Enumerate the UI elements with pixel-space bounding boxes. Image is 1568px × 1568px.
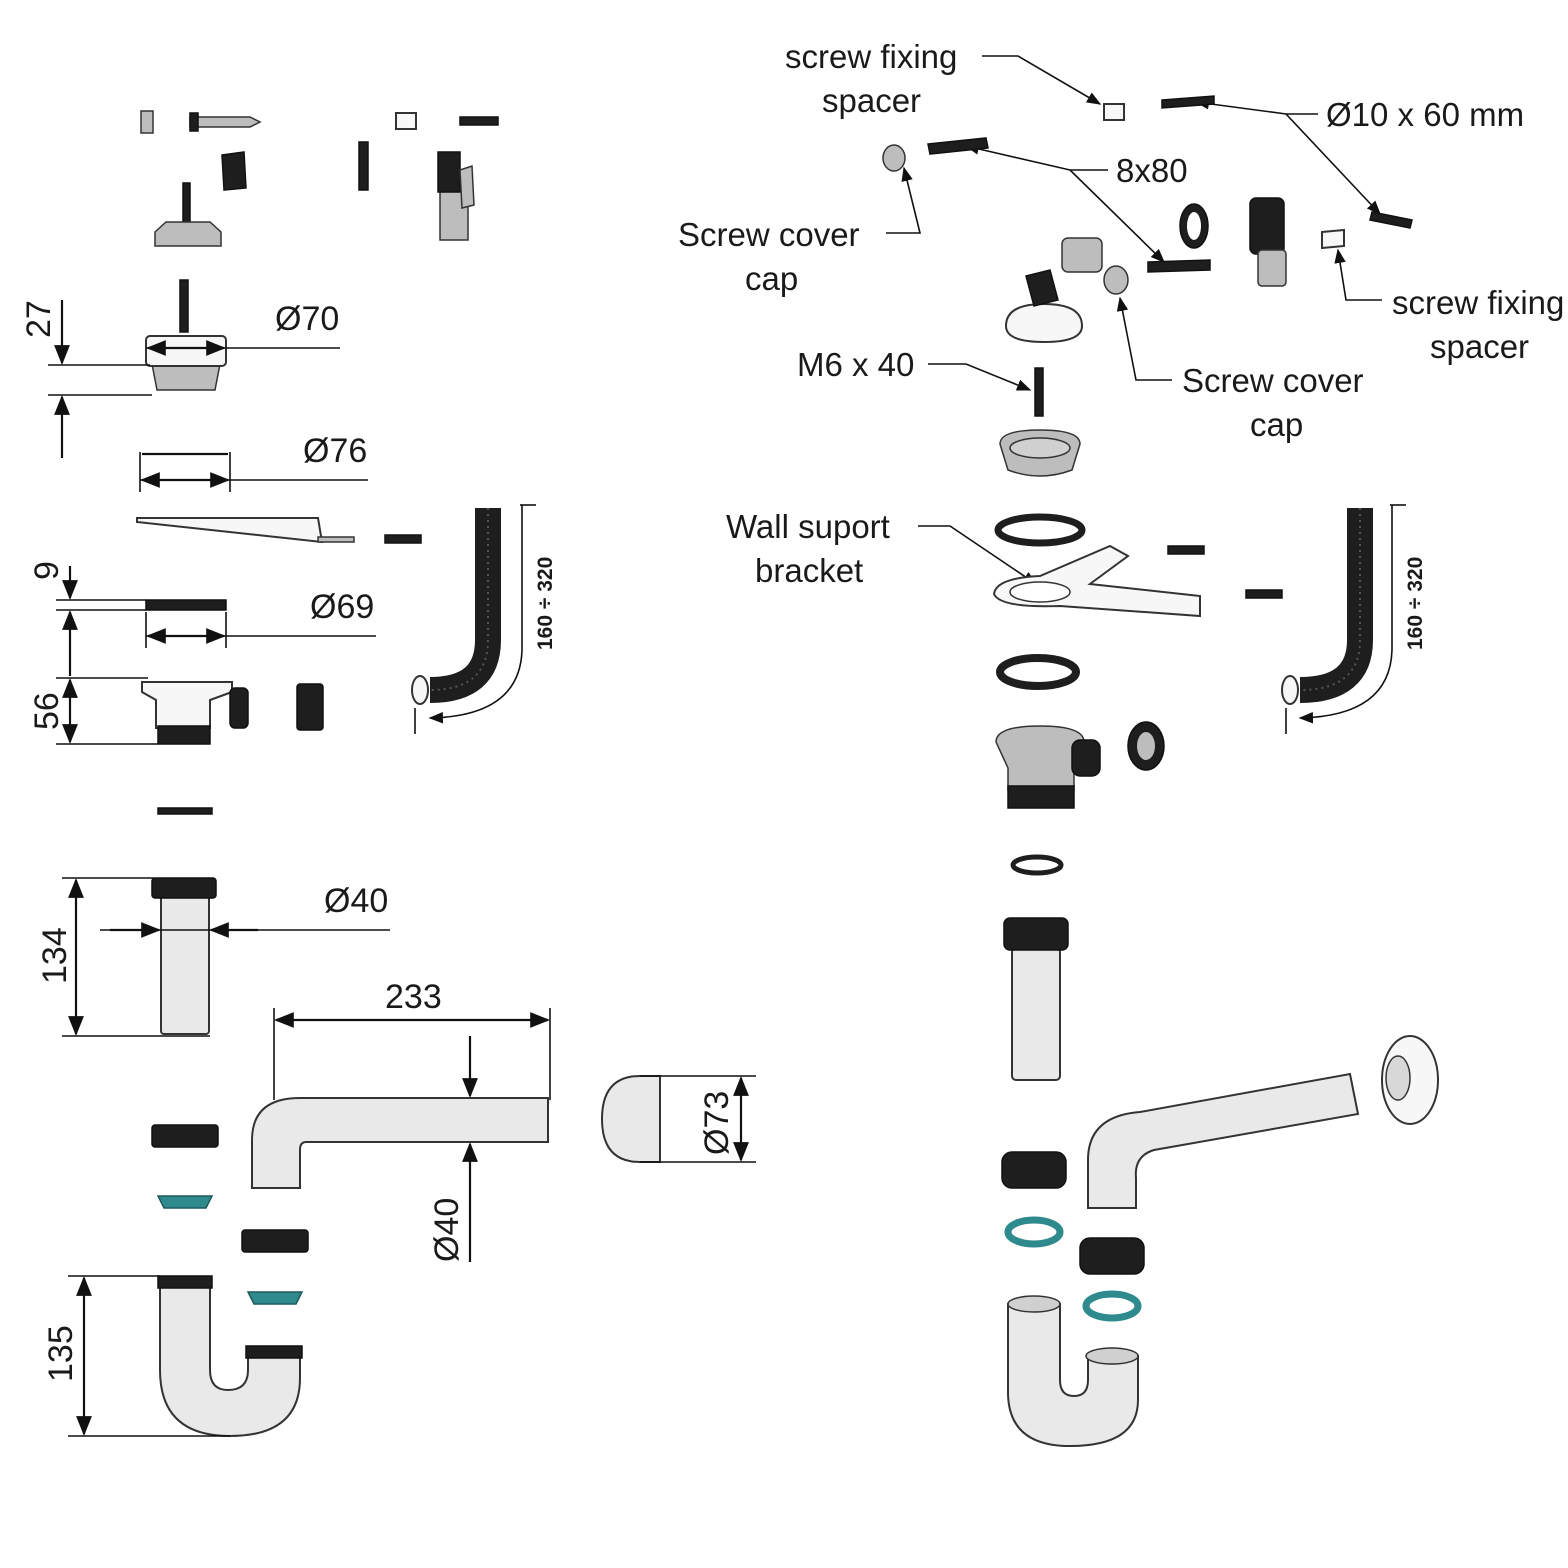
flex-range-left: 160 ÷ 320 (534, 557, 557, 650)
d40-tube-dimension: Ø40 (324, 882, 388, 920)
overflow-insert (1061, 237, 1103, 273)
bracket-side-view (136, 517, 422, 544)
w233-dimension: 233 (385, 978, 442, 1016)
screw-8x80-b (1147, 259, 1211, 273)
right-exploded-panel: screw fixing spacer Ø10 x 60 mm 8x80 Scr… (678, 38, 1564, 1448)
wall-bracket (992, 544, 1201, 618)
small-seal (1010, 854, 1064, 876)
tube-d40: 134 Ø40 (36, 877, 390, 1037)
nuts-seals-left (151, 1124, 309, 1305)
spacer-top (1103, 103, 1125, 121)
rosette-d73: Ø73 (600, 1075, 756, 1163)
label-wall-support-1: Wall suport (726, 508, 890, 545)
label-screw-cover-cap-left-2: cap (745, 260, 798, 297)
waste-body (995, 721, 1165, 809)
d73-dimension: Ø73 (698, 1091, 736, 1155)
screw-cover-cap-left (882, 144, 906, 172)
flex-hose-right: 160 ÷ 320 (1281, 504, 1427, 734)
dim-d76: Ø76 (139, 432, 368, 492)
h135-dimension: 135 (42, 1325, 80, 1382)
elbow-pipe-dims: 233 Ø40 (251, 978, 551, 1262)
label-screw-cover-cap-right-2: cap (1250, 406, 1303, 443)
strainer-d70: Ø70 (145, 279, 340, 391)
p-trap-dims: 135 (42, 1275, 303, 1438)
spacer-right (1321, 228, 1345, 250)
overflow-head (1249, 197, 1285, 255)
vertical-tube (1003, 917, 1069, 1081)
gasket-flat (157, 807, 213, 815)
screw-cover-cap-right (1103, 265, 1129, 295)
d70-dimension: Ø70 (275, 300, 339, 338)
flex-range-right: 160 ÷ 320 (1404, 557, 1427, 650)
screw-m6x40 (1034, 367, 1044, 417)
h9-dimension: 9 (28, 561, 66, 580)
label-m6x40: M6 x 40 (797, 346, 914, 383)
small-parts-row (140, 110, 499, 247)
height-27: 27 (20, 300, 152, 458)
trap-nuts-seals (1001, 1151, 1145, 1322)
gasket-mid (996, 654, 1080, 690)
h134-dimension: 134 (36, 927, 74, 984)
left-dimension-panel: Ø70 27 Ø76 (20, 110, 756, 1438)
label-screw-10x60: Ø10 x 60 mm (1326, 96, 1524, 133)
screw-10x60-b (1369, 211, 1413, 229)
label-screw-fixing-spacer-right-2: spacer (1430, 328, 1529, 365)
label-wall-support-2: bracket (755, 552, 863, 589)
bracket-screw-b (1245, 589, 1283, 599)
gasket-top (994, 513, 1086, 547)
waste-body-dims: 9 Ø69 56 (28, 561, 376, 745)
elbow-pipe (1087, 1035, 1439, 1209)
label-screw-cover-cap-left-1: Screw cover (678, 216, 860, 253)
d69-dimension: Ø69 (310, 588, 374, 626)
label-screw-cover-cap-right-1: Screw cover (1182, 362, 1364, 399)
screw-10x60-a (1161, 95, 1215, 109)
screw-8x80-a (927, 137, 989, 155)
p-trap (1007, 1295, 1139, 1448)
flex-hose-left: 160 ÷ 320 (411, 504, 557, 734)
d76-dimension: Ø76 (303, 432, 367, 470)
h27-dimension: 27 (20, 300, 58, 338)
bracket-screw-a (1167, 545, 1205, 555)
label-screw-fixing-spacer-right-1: screw fixing (1392, 284, 1564, 321)
label-screw-fixing-spacer-top-1: screw fixing (785, 38, 957, 75)
plug (1004, 302, 1084, 344)
h56-dimension: 56 (28, 692, 66, 730)
label-screw-8x80: 8x80 (1116, 152, 1188, 189)
label-screw-fixing-spacer-top-2: spacer (822, 82, 921, 119)
d40-elbow-dimension: Ø40 (428, 1198, 466, 1262)
